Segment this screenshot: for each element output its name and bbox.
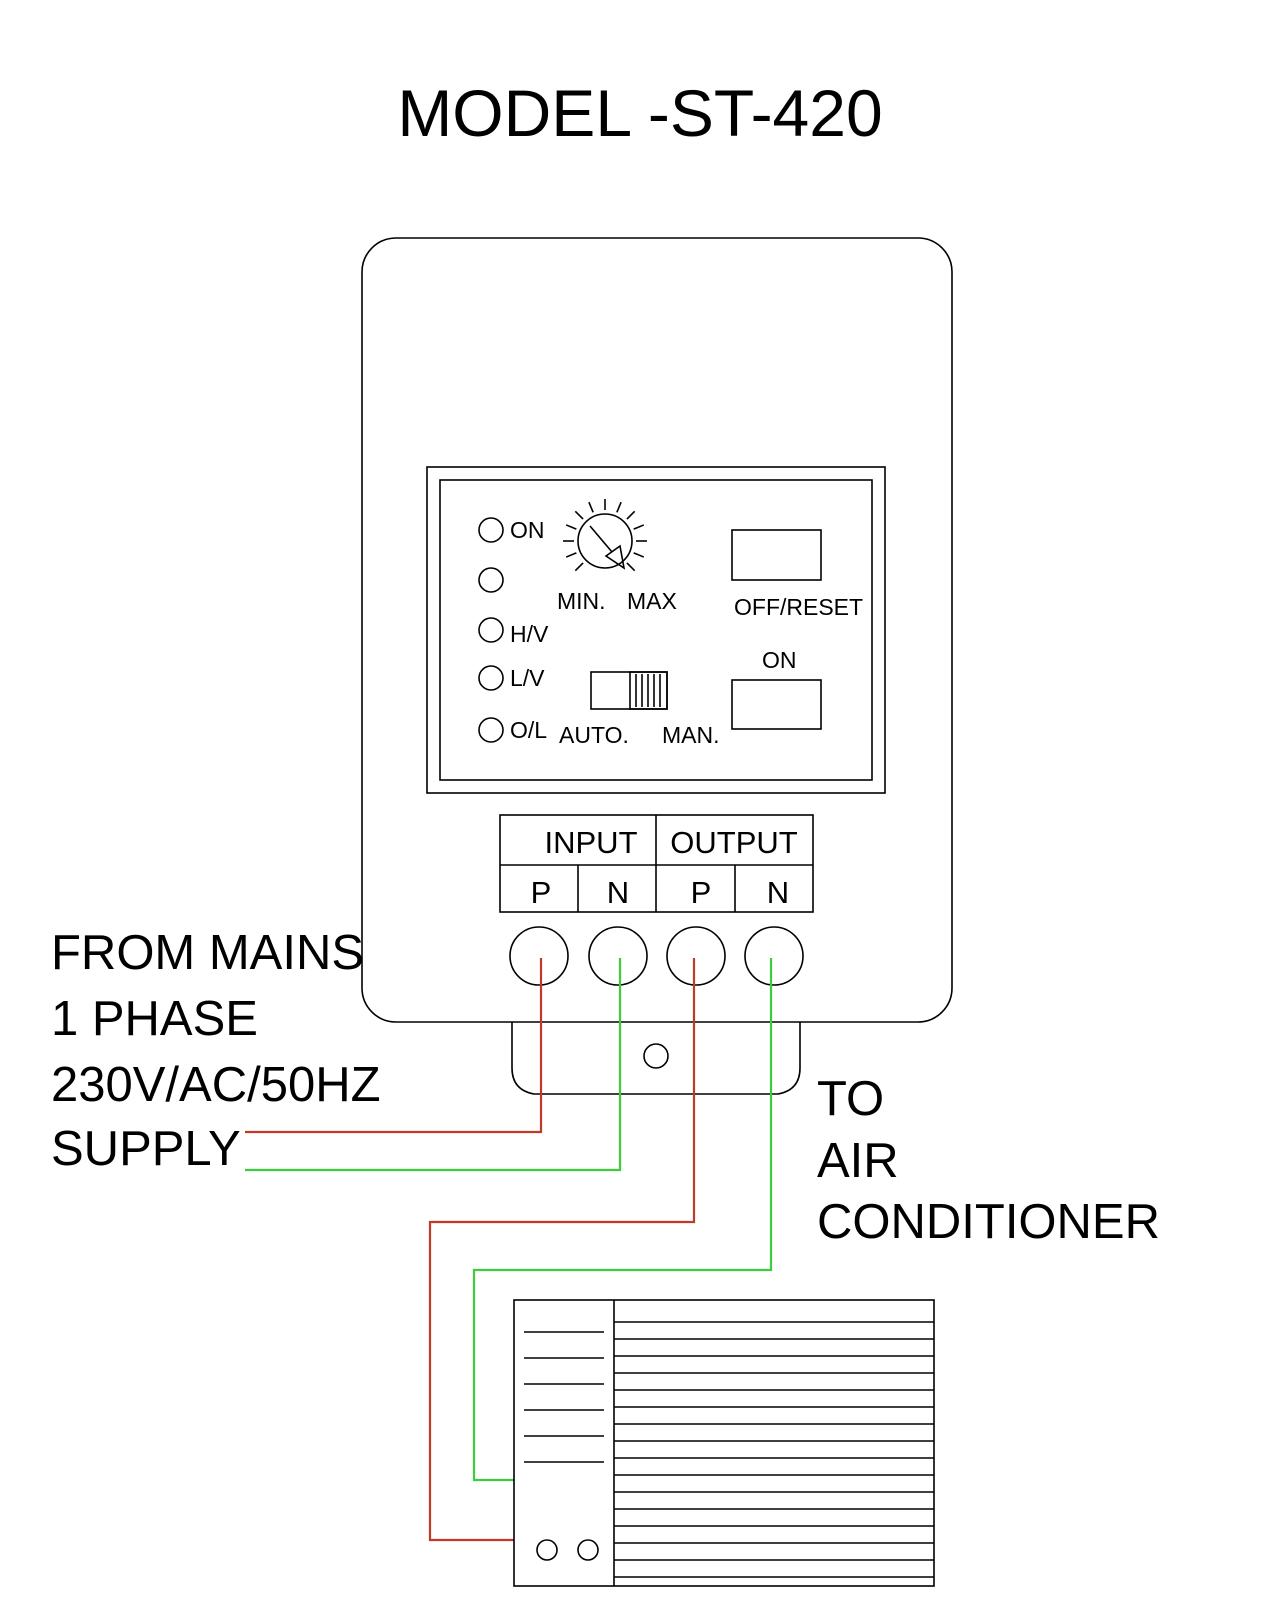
ac-knob-left — [536, 1539, 558, 1561]
supply-line-2: 1 PHASE — [51, 992, 258, 1046]
led-ol — [478, 717, 504, 743]
knob-tick — [565, 524, 577, 530]
load-line-3: CONDITIONER — [817, 1195, 1160, 1249]
knob-min-label: MIN. — [557, 588, 606, 614]
terminal-label-input-n: N — [607, 875, 629, 910]
knob-max-label: MAX — [627, 588, 677, 614]
led-on — [478, 517, 504, 543]
terminal-input-n[interactable] — [588, 926, 648, 986]
indicator-leds — [478, 517, 504, 743]
air-conditioner-unit — [513, 1299, 935, 1587]
switch-slider[interactable] — [629, 671, 668, 710]
ac-knob-right — [577, 1539, 599, 1561]
led-label-on: ON — [510, 517, 545, 543]
knob-tick — [626, 562, 636, 572]
ac-control-panel-lines — [524, 1331, 604, 1463]
knob-tick — [633, 552, 645, 558]
knob-tick — [565, 552, 577, 558]
terminal-label-output-p: P — [691, 875, 712, 910]
led-lv — [478, 665, 504, 691]
led-blank — [478, 567, 504, 593]
input-neutral-wire — [245, 958, 622, 1172]
led-label-hv: H/V — [510, 621, 549, 647]
auto-manual-switch[interactable] — [590, 671, 668, 710]
stabilizer-body — [361, 237, 953, 1023]
terminal-output-p[interactable] — [666, 926, 726, 986]
knob-tick — [574, 562, 584, 572]
knob-dial[interactable] — [577, 513, 633, 569]
terminal-input-p[interactable] — [509, 926, 569, 986]
off-reset-button[interactable] — [731, 529, 822, 581]
led-hv — [478, 617, 504, 643]
led-label-ol: O/L — [510, 717, 547, 743]
off-reset-label: OFF/RESET — [734, 594, 863, 620]
adjust-knob[interactable] — [563, 499, 647, 572]
mounting-hole — [643, 1043, 669, 1069]
output-phase-wire — [428, 958, 696, 1542]
knob-pointer-arrow-icon — [589, 525, 626, 570]
switch-body[interactable] — [590, 671, 668, 710]
load-line-2: AIR — [817, 1134, 899, 1188]
on-button[interactable] — [731, 679, 822, 730]
terminal-label-input-p: P — [531, 875, 552, 910]
input-header: INPUT — [545, 825, 638, 860]
knob-tick — [626, 510, 636, 520]
output-neutral-wire — [472, 958, 773, 1482]
supply-line-1: FROM MAINS — [51, 926, 364, 980]
front-panel-inner — [439, 479, 873, 781]
knob-ticks — [563, 499, 647, 572]
mounting-tab — [511, 1022, 801, 1095]
knob-tick — [616, 501, 622, 513]
output-header: OUTPUT — [670, 825, 798, 860]
knob-tick — [633, 524, 645, 530]
terminal-output-n[interactable] — [744, 926, 804, 986]
load-line-1: TO — [817, 1072, 884, 1126]
switch-grip — [635, 674, 661, 707]
ac-grille — [614, 1321, 934, 1578]
terminal-label-block — [499, 814, 814, 913]
led-label-lv: L/V — [510, 665, 545, 691]
terminal-label-output-n: N — [767, 875, 789, 910]
knob-tick — [588, 501, 594, 513]
switch-auto-label: AUTO. — [559, 722, 629, 748]
switch-manual-label: MAN. — [662, 722, 720, 748]
supply-line-3: 230V/AC/50HZ — [51, 1058, 381, 1112]
knob-tick — [574, 510, 584, 520]
diagram-title: MODEL -ST-420 — [397, 76, 882, 150]
supply-line-4: SUPPLY — [51, 1122, 241, 1176]
on-button-label: ON — [762, 647, 797, 673]
input-phase-wire — [245, 958, 543, 1134]
front-panel-outer — [426, 466, 886, 794]
